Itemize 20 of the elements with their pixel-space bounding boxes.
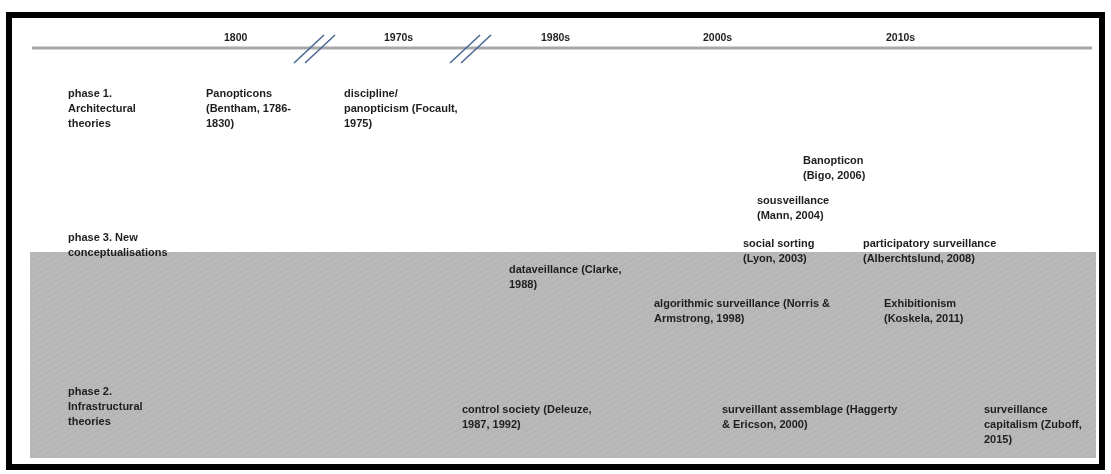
theory-label: participatory surveillance (Alberchtslund, 2008) <box>863 236 998 266</box>
phase-heading: phase 3. New conceptualisations <box>68 230 169 260</box>
year-label: 2010s <box>886 30 917 45</box>
year-label: 1980s <box>541 30 572 45</box>
theory-label: discipline/ panopticism (Focault, 1975) <box>344 86 459 131</box>
theory-label: algorithmic surveillance (Norris & Armstrong, 1998) <box>654 296 832 326</box>
theory-label: social sorting (Lyon, 2003) <box>743 236 816 266</box>
theory-label: control society (Deleuze, 1987, 1992) <box>462 402 593 432</box>
theory-label: surveillance capitalism (Zuboff, 2015) <box>984 402 1083 447</box>
year-label: 1970s <box>384 30 415 45</box>
phase-heading: phase 2. Infrastructural theories <box>68 384 144 429</box>
phase-heading: phase 1. Architectural theories <box>68 86 137 131</box>
theory-label: Panopticons (Bentham, 1786-1830) <box>206 86 292 131</box>
year-label: 2000s <box>703 30 734 45</box>
theory-label: Exhibitionism (Koskela, 2011) <box>884 296 965 326</box>
theory-label: sousveillance (Mann, 2004) <box>757 193 831 223</box>
theory-label: surveillant assemblage (Haggerty & Ericson, 2000) <box>722 402 899 432</box>
theory-label: dataveillance (Clarke, 1988) <box>509 262 623 292</box>
year-label: 1800 <box>224 30 249 45</box>
theory-label: Banopticon (Bigo, 2006) <box>803 153 867 183</box>
